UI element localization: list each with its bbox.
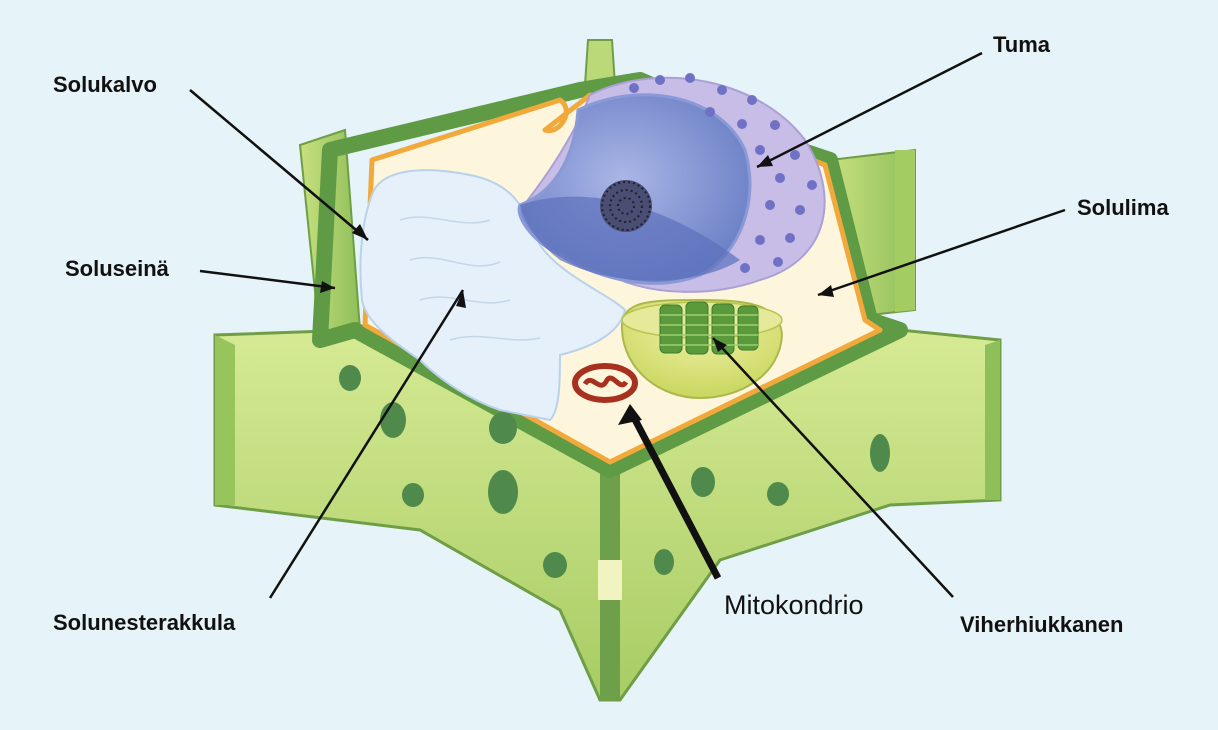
nucleus: [517, 73, 826, 293]
leader-solunesterakkula: [268, 289, 465, 599]
label-mitokondrio: Mitokondrio: [724, 590, 864, 620]
leader-viherhiukkanen: [712, 337, 954, 598]
label-solukalvo: Solukalvo: [53, 72, 157, 97]
leader-soluseina: [199, 269, 336, 290]
label-solunesterakkula: Solunesterakkula: [53, 610, 236, 635]
chloroplast: [620, 298, 784, 400]
vacuole: [359, 169, 627, 422]
label-viherhiukkanen: Viherhiukkanen: [960, 612, 1124, 637]
label-soluseina: Soluseinä: [65, 256, 169, 281]
leader-mitokondrio: [626, 408, 722, 580]
label-tuma: Tuma: [993, 32, 1051, 57]
mitochondrion-mark: [572, 363, 638, 403]
leader-solukalvo: [189, 89, 369, 241]
leader-tuma: [756, 51, 983, 169]
label-solulima: Solulima: [1077, 195, 1169, 220]
arrowheads: [320, 155, 834, 425]
leader-lines: [189, 51, 1066, 599]
leader-solulima: [817, 208, 1066, 297]
